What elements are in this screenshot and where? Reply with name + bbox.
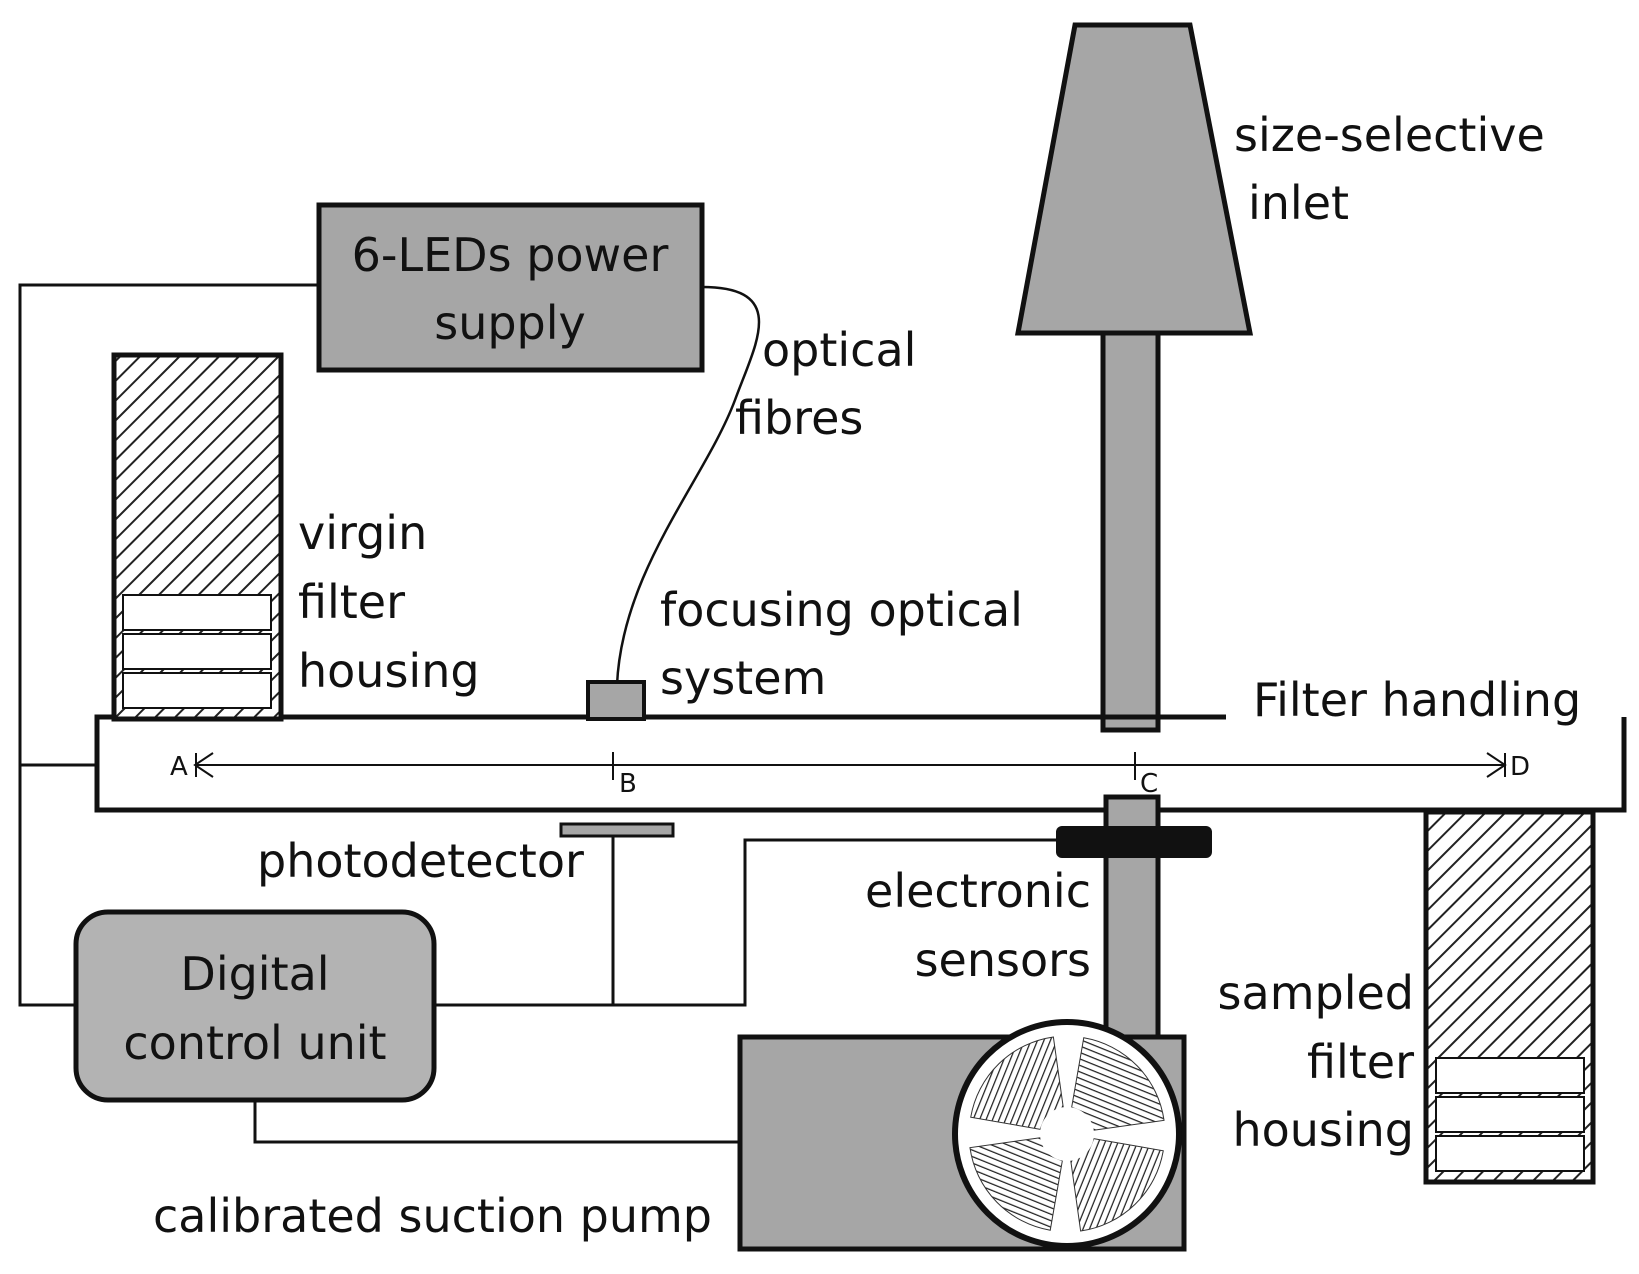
position-c-label: C bbox=[1140, 769, 1158, 799]
travel-path bbox=[193, 752, 1507, 780]
suction-pump bbox=[737, 1019, 1187, 1252]
power-supply-box: 6-LEDs power supply bbox=[316, 202, 705, 373]
virgin-label-line2: filter bbox=[298, 575, 405, 629]
electronic-sensors bbox=[1056, 826, 1212, 858]
position-d-label: D bbox=[1510, 752, 1530, 782]
sensors-label-line2: sensors bbox=[915, 933, 1091, 987]
control-wiring bbox=[18, 283, 1056, 1144]
size-selective-inlet bbox=[1014, 22, 1254, 733]
focusing-label-line1: focusing optical bbox=[660, 583, 1023, 637]
control-unit-label-line1: Digital bbox=[180, 947, 329, 1001]
filter-handling-bar bbox=[94, 714, 1627, 813]
sensors-label-line1: electronic bbox=[865, 864, 1091, 918]
focusing-label-line2: system bbox=[660, 651, 826, 705]
pump-fan-icon bbox=[969, 1036, 1165, 1232]
sampled-label-line3: housing bbox=[1232, 1103, 1414, 1157]
virgin-filter-housing bbox=[111, 352, 284, 722]
control-unit-label-line2: control unit bbox=[123, 1016, 386, 1070]
digital-control-unit: Digital control unit bbox=[73, 909, 437, 1103]
power-supply-label-line2: supply bbox=[434, 296, 586, 350]
sampled-label-line1: sampled bbox=[1218, 966, 1414, 1020]
virgin-label-line1: virgin bbox=[298, 506, 427, 560]
fibres-label-line1: optical bbox=[762, 323, 916, 377]
position-b-label: B bbox=[619, 769, 637, 799]
sampled-filter-housing bbox=[1423, 809, 1596, 1185]
focusing-optical-system bbox=[586, 680, 646, 721]
sampled-label-line2: filter bbox=[1307, 1035, 1414, 1089]
photodetector-label: photodetector bbox=[257, 834, 584, 888]
inlet-label-line2: inlet bbox=[1248, 176, 1349, 230]
virgin-label-line3: housing bbox=[298, 644, 480, 698]
pump-label: calibrated suction pump bbox=[153, 1189, 712, 1243]
photodetector bbox=[559, 822, 675, 838]
filter-handling-label: Filter handling bbox=[1253, 673, 1581, 727]
position-a-label: A bbox=[170, 752, 188, 782]
power-supply-label-line1: 6-LEDs power bbox=[352, 228, 669, 282]
optical-fibre bbox=[615, 285, 761, 686]
inlet-label-line1: size-selective bbox=[1234, 108, 1545, 162]
fibres-label-line2: fibres bbox=[735, 391, 863, 445]
